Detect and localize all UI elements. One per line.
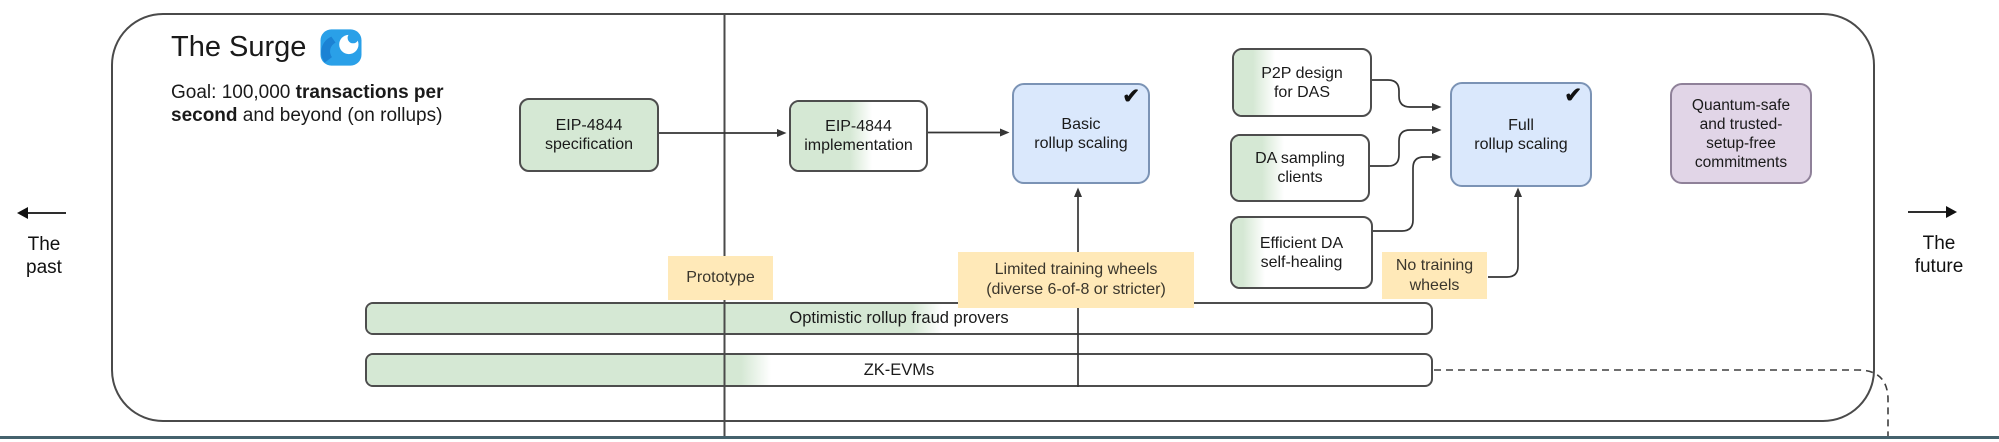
label-prototype: Prototype <box>668 256 773 300</box>
page-title: The Surge <box>171 27 364 68</box>
box-label: Efficient DA self-healing <box>1259 234 1344 271</box>
box-eip4844-specification: EIP-4844 specification <box>519 98 659 172</box>
box-label: EIP-4844 implementation <box>804 118 913 154</box>
goal-part2: transactions per second <box>171 82 444 126</box>
label-limited-training-wheels: Limited training wheels (diverse 6-of-8 … <box>958 252 1194 308</box>
progress-fill <box>791 102 872 170</box>
box-quantum-safe-commitments: Quantum-safe and trusted- setup-free com… <box>1670 83 1812 184</box>
check-icon: ✔ <box>1564 84 1582 107</box>
past-label: The past <box>26 234 62 278</box>
track-zk-evms: ZK-EVMs <box>365 353 1433 387</box>
goal-text: Goal: 100,000 transactions per second an… <box>171 82 473 127</box>
progress-fill <box>1232 218 1266 287</box>
track-label: ZK-EVMs <box>863 360 935 379</box>
future-label: The future <box>1914 233 1964 277</box>
track-progress-fill <box>367 355 772 385</box>
progress-fill <box>1234 50 1275 115</box>
wave-icon <box>320 29 362 66</box>
box-label: DA sampling clients <box>1255 150 1345 186</box>
future-arrow-icon <box>1908 206 1957 218</box>
box-label: Basic rollup scaling <box>1034 115 1128 152</box>
box-da-sampling-clients: DA sampling clients <box>1230 134 1370 202</box>
label-no-training-wheels: No training wheels <box>1382 252 1487 299</box>
track-progress-fill <box>367 304 942 333</box>
section-title-text: The Surge <box>171 31 307 63</box>
check-icon: ✔ <box>1122 85 1140 108</box>
box-full-rollup-scaling: ✔ Full rollup scaling <box>1450 82 1592 187</box>
box-efficient-da-self-healing: Efficient DA self-healing <box>1230 216 1373 289</box>
goal-part1: Goal: 100,000 <box>171 82 296 103</box>
next-section-rule <box>0 436 1999 439</box>
box-label: EIP-4844 specification <box>544 117 634 153</box>
box-basic-rollup-scaling: ✔ Basic rollup scaling <box>1012 83 1150 184</box>
box-p2p-design-for-das: P2P design for DAS <box>1232 48 1372 117</box>
box-label: P2P design for DAS <box>1261 64 1343 101</box>
progress-fill <box>1232 136 1284 200</box>
past-arrow-icon <box>17 207 66 219</box>
box-eip4844-implementation: EIP-4844 implementation <box>789 100 928 172</box>
goal-part3: and beyond (on rollups) <box>237 104 443 126</box>
section-frame <box>111 13 1875 422</box>
track-label: Optimistic rollup fraud provers <box>789 309 1009 327</box>
track-optimistic-fraud-provers: Optimistic rollup fraud provers <box>365 302 1433 335</box>
box-label: Full rollup scaling <box>1474 116 1568 153</box>
box-label: Quantum-safe and trusted- setup-free com… <box>1691 96 1791 171</box>
